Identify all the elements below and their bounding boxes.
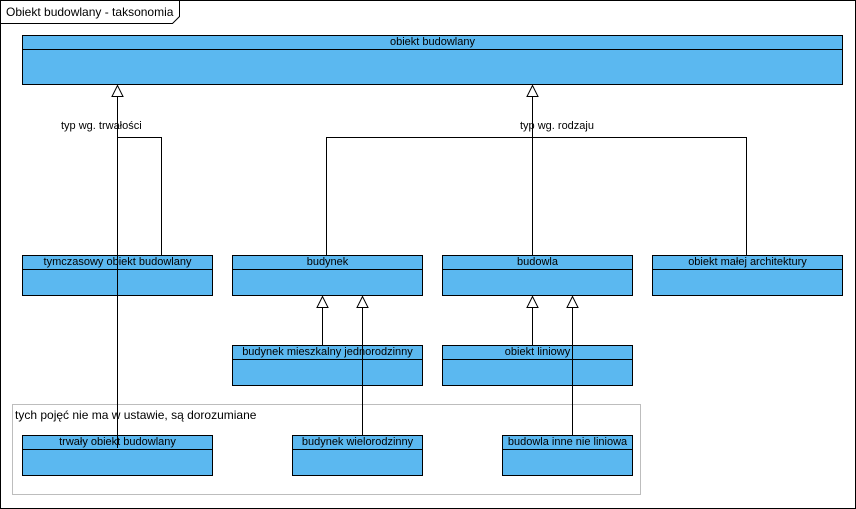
generalization-label-kind: typ wg. rodzaju	[520, 120, 594, 132]
class-name: budynek	[233, 256, 422, 270]
diagram-title: Obiekt budowlany - taksonomia	[6, 5, 174, 19]
class-obiekt-budowlany[interactable]: obiekt budowlany	[22, 35, 843, 85]
class-budowla-inne-nie-liniowa[interactable]: budowla inne nie liniowa	[502, 435, 633, 476]
class-budowla[interactable]: budowla	[442, 255, 633, 296]
class-name: trwały obiekt budowlany	[23, 436, 212, 450]
class-name: budowla	[443, 256, 632, 270]
class-name: budynek wielorodzinny	[293, 436, 422, 450]
generalization-label-durability: typ wg. trwałości	[61, 120, 142, 132]
class-name: obiekt małej architektury	[653, 256, 842, 270]
title-tab-shape	[0, 0, 180, 24]
class-name: budowla inne nie liniowa	[503, 436, 632, 450]
note-text: tych pojęć nie ma w ustawie, są dorozumi…	[15, 408, 257, 422]
class-budynek-wielorodzinny[interactable]: budynek wielorodzinny	[292, 435, 423, 476]
class-name: tymczasowy obiekt budowlany	[23, 256, 212, 270]
class-obiekt-liniowy[interactable]: obiekt liniowy	[442, 345, 633, 386]
class-trwaly-obiekt-budowlany[interactable]: trwały obiekt budowlany	[22, 435, 213, 476]
class-name: obiekt budowlany	[23, 36, 842, 50]
class-name: budynek mieszkalny jednorodzinny	[233, 346, 422, 360]
note-box	[12, 404, 641, 495]
class-budynek-mieszkalny-jednorodzinny[interactable]: budynek mieszkalny jednorodzinny	[232, 345, 423, 386]
class-obiekt-malej-architektury[interactable]: obiekt małej architektury	[652, 255, 843, 296]
class-name: obiekt liniowy	[443, 346, 632, 360]
class-budynek[interactable]: budynek	[232, 255, 423, 296]
class-tymczasowy-obiekt-budowlany[interactable]: tymczasowy obiekt budowlany	[22, 255, 213, 296]
